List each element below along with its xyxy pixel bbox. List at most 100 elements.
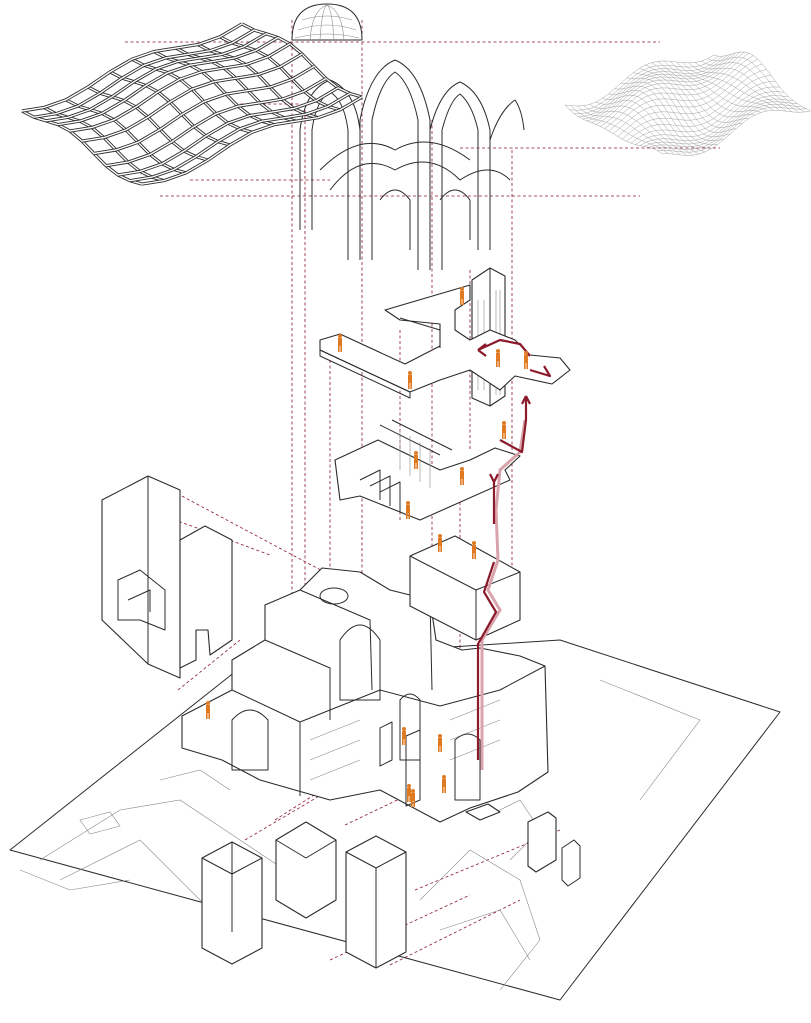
dome (291, 3, 363, 41)
surface-meshline (626, 81, 776, 142)
lattice-rib (33, 28, 255, 119)
figure-body (524, 355, 528, 363)
human-figure (442, 775, 446, 793)
surface-meshline (657, 106, 807, 153)
figure-body (408, 375, 412, 383)
surface-meshline (564, 54, 714, 107)
surface-meshline (608, 59, 758, 132)
human-figure (414, 451, 418, 469)
figure-body (442, 779, 446, 787)
figure-leg (409, 796, 411, 802)
lattice-rib-core (117, 87, 339, 176)
figure-body (438, 538, 442, 546)
figure-body (472, 545, 476, 553)
surface-meshline (652, 104, 802, 150)
figure-leg (410, 383, 412, 389)
surface-meshline (578, 55, 728, 117)
figure-leg (402, 739, 404, 745)
surface-meshline (600, 53, 750, 127)
human-figure (206, 701, 210, 719)
figure-head (442, 775, 446, 779)
surface-meshline (648, 101, 798, 148)
human-figure (472, 541, 476, 559)
figure-body (206, 705, 210, 713)
human-figure (411, 789, 415, 807)
figure-head (438, 734, 442, 738)
figure-body (407, 788, 411, 796)
human-figure (438, 734, 442, 752)
figure-head (411, 789, 415, 793)
figure-head (496, 349, 500, 353)
human-figure (402, 727, 406, 745)
figure-leg (406, 513, 408, 519)
figure-leg (407, 796, 409, 802)
human-figure (502, 421, 506, 439)
lattice-rib-core (141, 96, 363, 185)
figure-leg (462, 479, 464, 485)
surface-meshline (586, 52, 736, 122)
lattice-rib (21, 22, 243, 113)
surface-meshline (591, 51, 741, 123)
figure-leg (526, 363, 528, 369)
figure-leg (440, 546, 442, 552)
figure-leg (460, 479, 462, 485)
figure-leg (502, 433, 504, 439)
figure-leg (408, 383, 410, 389)
surface-meshline (670, 61, 768, 112)
figure-leg (460, 299, 462, 305)
figure-head (438, 534, 442, 538)
figure-body (414, 455, 418, 463)
lattice-rib-core (81, 53, 303, 142)
lattice-rib-core (93, 65, 315, 155)
surface-meshline (630, 86, 780, 144)
surface-meshline (622, 75, 772, 140)
figure-head (414, 451, 418, 455)
figure-head (460, 287, 464, 291)
figure-leg (438, 546, 440, 552)
figure-body (460, 291, 464, 299)
lattice-rib-core (105, 77, 327, 167)
figure-body (338, 338, 342, 346)
figure-leg (413, 801, 415, 807)
human-figures (206, 287, 528, 807)
figure-body (402, 731, 406, 739)
figure-leg (524, 363, 526, 369)
figure-leg (438, 746, 440, 752)
surface-meshline (595, 51, 745, 125)
human-figure (408, 371, 412, 389)
surface-meshline (582, 53, 732, 120)
surface-meshline (569, 56, 719, 111)
figure-leg (496, 361, 498, 367)
surface-meshline (617, 69, 767, 137)
human-figure (438, 534, 442, 552)
staircase-level (334, 419, 521, 521)
upper-walkway-platform (319, 284, 571, 399)
human-figure (496, 349, 500, 367)
figure-leg (444, 787, 446, 793)
lattice-rib-core (21, 23, 243, 112)
figure-head (524, 351, 528, 355)
undulating-roof-surface (564, 51, 811, 156)
figure-body (496, 353, 500, 361)
figure-head (338, 334, 342, 338)
human-figure (406, 501, 410, 519)
foundation-boxes (201, 811, 581, 969)
surface-meshline (644, 98, 794, 147)
figure-leg (414, 463, 416, 469)
surface-meshline (713, 51, 811, 112)
figure-body (406, 505, 410, 513)
surface-meshline (613, 63, 763, 134)
figure-leg (440, 746, 442, 752)
human-figure (460, 287, 464, 305)
figure-head (472, 541, 476, 545)
surface-meshline (604, 55, 754, 129)
figure-head (407, 784, 411, 788)
figure-leg (504, 433, 506, 439)
landing-platform (409, 535, 521, 641)
surface-meshline (664, 60, 762, 113)
figure-leg (408, 513, 410, 519)
figure-leg (462, 299, 464, 305)
figure-body (411, 793, 415, 801)
